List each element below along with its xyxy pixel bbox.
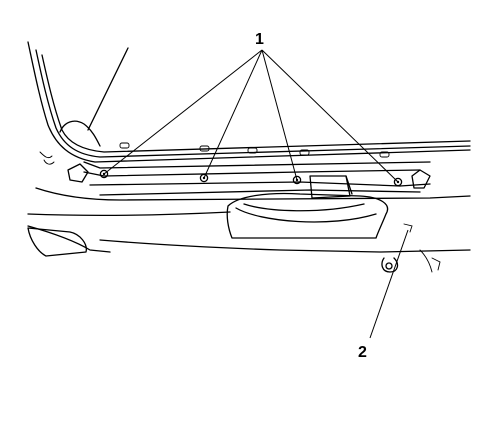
callout-2-label: 2 xyxy=(358,344,367,361)
clip-hole xyxy=(299,149,310,156)
end-bracket xyxy=(39,151,89,183)
clip-hole xyxy=(119,142,130,149)
clip-hole xyxy=(379,151,390,158)
trim-strip xyxy=(83,142,431,196)
body-panel-outline xyxy=(27,41,471,163)
clip-hole xyxy=(199,145,210,152)
side-bracket xyxy=(381,169,441,273)
callout-1-leaders xyxy=(103,49,399,183)
sill-plate xyxy=(27,187,471,257)
wheel-well-cover xyxy=(226,175,389,239)
clip-hole xyxy=(247,147,258,154)
callout-2-leader xyxy=(369,229,409,339)
callout-1-label: 1 xyxy=(255,31,264,48)
